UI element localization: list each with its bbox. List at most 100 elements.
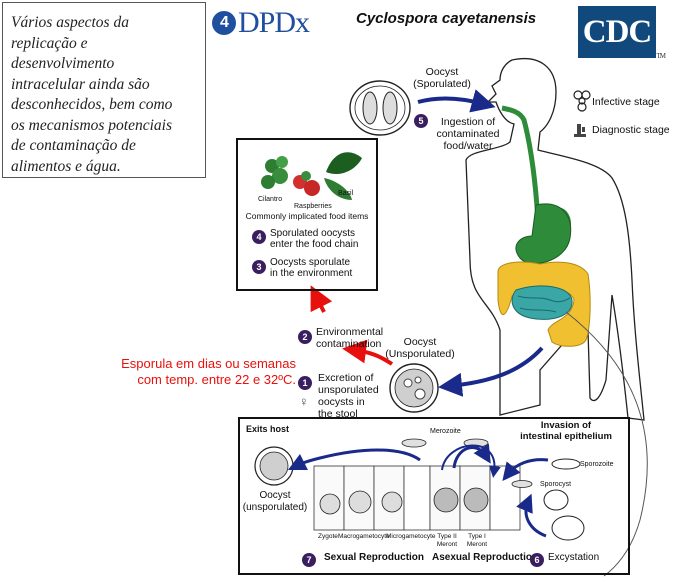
- type2-meront-line: Type II: [437, 533, 457, 540]
- bottom-oocyst-label: Oocyst (unsporulated): [240, 490, 310, 514]
- note-line: replicação e: [11, 34, 88, 52]
- step-1-line: Excretion of: [318, 372, 374, 384]
- step-4-label: Sporulated oocysts enter the food chain: [270, 228, 358, 250]
- step-1-label: Excretion of unsporulated oocysts in the…: [318, 372, 379, 420]
- step-5-line: food/water: [443, 140, 493, 152]
- arrow-invasion: [502, 458, 549, 482]
- type2-meront-label: Type II Meront: [434, 533, 460, 549]
- asexual-reproduction-label: Asexual Reproduction: [432, 552, 539, 563]
- cdc-logo-text: CDC: [582, 13, 652, 50]
- exits-host-label: Exits host: [246, 424, 290, 434]
- oocyst-unsporulated-line: Oocyst: [403, 336, 437, 348]
- human-silhouette: [465, 58, 645, 421]
- digestive-tract: [497, 105, 591, 347]
- arrow-excretion: [438, 346, 544, 397]
- dpdx-logo-text: DPDx: [238, 6, 310, 39]
- diagnostic-stage-icon: [574, 124, 586, 137]
- step-4-line: Sporulated oocysts: [270, 228, 356, 239]
- sporozoite-label: Sporozoite: [580, 461, 614, 468]
- cdc-trademark: TM: [656, 52, 666, 60]
- note-line: alimentos e água.: [11, 157, 121, 175]
- basil-label: Basil: [338, 190, 354, 197]
- arrow-sexual: [287, 448, 421, 471]
- step-5-line: Ingestion of: [440, 116, 496, 128]
- note-line: desconhecidos, bem como: [11, 96, 173, 113]
- step-2-line: contamination: [316, 338, 382, 350]
- invasion-label: Invasion of intestinal epithelium: [506, 420, 626, 442]
- step-6-badge: 6: [530, 551, 544, 569]
- oocyst-sporulated-label: Oocyst (Sporulated): [402, 66, 482, 90]
- bottom-oocyst-line: (unsporulated): [242, 502, 308, 513]
- step-7-badge: 7: [302, 551, 316, 569]
- note-line: Vários aspectos da: [11, 14, 129, 31]
- dpdx-logo-mark: 4: [212, 11, 236, 35]
- arrow-asexual-loop: [452, 443, 491, 469]
- sexual-reproduction-label: Sexual Reproduction: [324, 552, 425, 563]
- type1-meront-line: Meront: [466, 541, 488, 548]
- step-3-badge: 3: [252, 258, 266, 276]
- microgametocyte-label: Microgametocyte: [386, 533, 436, 540]
- note-line: de contaminação de: [11, 137, 136, 154]
- note-line: os mecanismos potenciais: [11, 116, 173, 134]
- step-3-line: Oocysts sporulate: [270, 257, 351, 268]
- oocyst-unsporulated-line: (Unsporulated): [385, 348, 455, 360]
- species-title: Cyclospora cayetanensis: [356, 10, 537, 27]
- step-1-line: oocysts in: [318, 396, 365, 408]
- invasion-line: Invasion of: [540, 420, 592, 431]
- step-3-label: Oocysts sporulate in the environment: [270, 257, 352, 279]
- step-7-number: 7: [302, 552, 316, 567]
- sporocyst-label: Sporocyst: [540, 481, 572, 488]
- arrow-excystation: [516, 493, 547, 538]
- oocyst-sporulated-line: (Sporulated): [413, 78, 471, 90]
- pointer-line: [565, 311, 648, 577]
- note-box: Vários aspectos da replicação e desenvol…: [2, 2, 206, 178]
- step-2-number: 2: [298, 329, 312, 344]
- step-2-badge: 2: [298, 328, 312, 346]
- bottom-oocyst-image: [254, 446, 294, 486]
- intracellular-cycle-box: [238, 417, 630, 575]
- food-box: [236, 138, 378, 291]
- step-4-number: 4: [252, 229, 266, 244]
- merozoite-label: Merozoite: [430, 428, 461, 435]
- infective-stage-icon: [573, 90, 591, 112]
- step-5-badge: 5: [414, 112, 428, 130]
- cilantro-label: Cilantro: [258, 196, 283, 203]
- cell-stage-images: [319, 487, 489, 515]
- arrow-red-up: [310, 285, 333, 313]
- zygote-label: Zygote: [318, 533, 338, 540]
- type1-meront-line: Type I: [468, 533, 486, 540]
- note-line: desenvolvimento: [11, 55, 115, 72]
- diagnostic-stage-small-icon: ♀: [299, 394, 309, 409]
- step-1-number: 1: [298, 375, 312, 390]
- step-2-line: Environmental: [316, 326, 384, 338]
- arrow-asexual-loop-2: [441, 444, 501, 478]
- food-items-image: [261, 152, 362, 200]
- legend-infective-label: Infective stage: [592, 96, 660, 108]
- unsporulated-oocyst-image: [389, 363, 439, 413]
- step-5-line: contaminated: [436, 128, 500, 140]
- step-4-badge: 4: [252, 228, 266, 246]
- note-line: intracelular ainda são: [11, 75, 150, 93]
- step-5-number: 5: [414, 113, 428, 128]
- step-6-number: 6: [530, 552, 544, 567]
- step-1-badge: 1: [298, 374, 312, 392]
- red-annotation-line: Esporula em dias ou semanas: [121, 356, 296, 371]
- red-annotation: Esporula em dias ou semanas com temp. en…: [90, 356, 296, 388]
- sporocyst-images: [543, 458, 585, 541]
- cdc-logo: CDC TM: [578, 6, 666, 60]
- type1-meront-label: Type I Meront: [464, 533, 490, 549]
- arrow-red-left: [342, 339, 394, 366]
- step-3-line: in the environment: [270, 268, 353, 279]
- arrow-ingestion: [417, 89, 496, 113]
- invasion-line: intestinal epithelium: [520, 431, 612, 442]
- sporulated-oocyst-image: [349, 80, 411, 136]
- step-5-label: Ingestion of contaminated food/water: [428, 116, 508, 152]
- red-annotation-line: com temp. entre 22 e 32ºC.: [137, 372, 296, 387]
- food-caption: Commonly implicated food items: [245, 211, 369, 221]
- oocyst-sporulated-line: Oocyst: [425, 66, 459, 78]
- step-3-number: 3: [252, 259, 266, 274]
- legend-diagnostic-label: Diagnostic stage: [592, 124, 670, 136]
- bottom-oocyst-line: Oocyst: [259, 490, 291, 501]
- excystation-label: Excystation: [548, 552, 600, 563]
- oocyst-unsporulated-label: Oocyst (Unsporulated): [380, 336, 460, 360]
